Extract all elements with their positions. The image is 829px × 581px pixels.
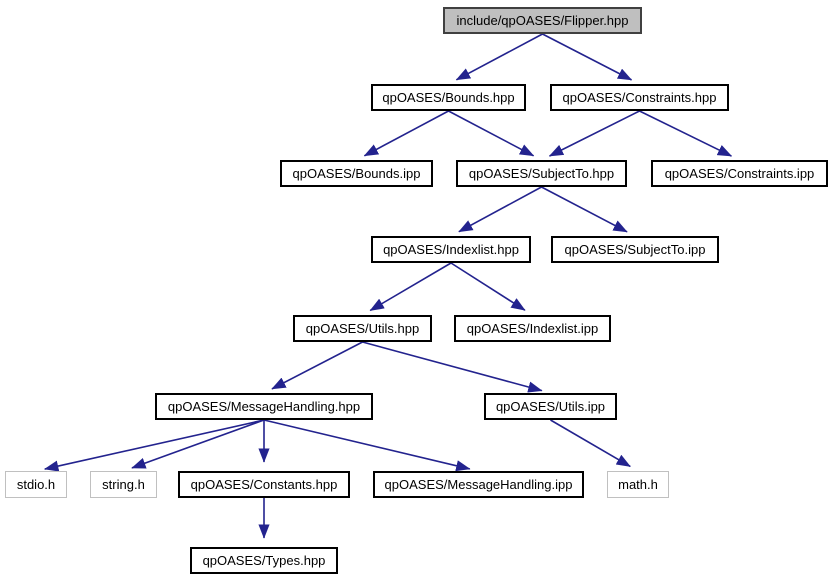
graph-edge-constraints_hpp-to-subjectto_hpp <box>548 110 640 157</box>
graph-node-label: string.h <box>102 477 145 492</box>
graph-edge-subjectto_hpp-to-indexlist_hpp <box>458 186 542 233</box>
graph-node-subjectto_hpp[interactable]: qpOASES/SubjectTo.hpp <box>456 160 627 187</box>
graph-node-bounds_ipp[interactable]: qpOASES/Bounds.ipp <box>280 160 433 187</box>
graph-node-label: stdio.h <box>16 477 56 492</box>
graph-node-label: qpOASES/Constraints.ipp <box>664 166 815 181</box>
graph-node-stdio_h[interactable]: stdio.h <box>5 471 67 498</box>
graph-edge-indexlist_hpp-to-indexlist_ipp <box>450 262 526 311</box>
graph-node-label: qpOASES/Bounds.ipp <box>292 166 421 181</box>
graph-node-string_h[interactable]: string.h <box>90 471 157 498</box>
graph-edge-utils_hpp-to-msghandling_hpp <box>271 341 363 390</box>
graph-node-label: qpOASES/Utils.ipp <box>495 399 606 414</box>
graph-node-label: qpOASES/Bounds.hpp <box>382 90 515 105</box>
graph-node-indexlist_ipp[interactable]: qpOASES/Indexlist.ipp <box>454 315 611 342</box>
graph-node-utils_hpp[interactable]: qpOASES/Utils.hpp <box>293 315 432 342</box>
graph-edge-flipper-to-constraints_hpp <box>542 33 633 81</box>
graph-node-msghandling_hpp[interactable]: qpOASES/MessageHandling.hpp <box>155 393 373 420</box>
graph-node-label: math.h <box>618 477 658 492</box>
graph-node-label: qpOASES/Constraints.hpp <box>562 90 717 105</box>
graph-node-math_h[interactable]: math.h <box>607 471 669 498</box>
graph-node-indexlist_hpp[interactable]: qpOASES/Indexlist.hpp <box>371 236 531 263</box>
graph-node-label: qpOASES/Constants.hpp <box>190 477 338 492</box>
graph-node-label: qpOASES/MessageHandling.ipp <box>384 477 573 492</box>
graph-edge-flipper-to-bounds_hpp <box>455 33 543 81</box>
graph-node-label: qpOASES/Types.hpp <box>202 553 326 568</box>
graph-node-constants_hpp[interactable]: qpOASES/Constants.hpp <box>178 471 350 498</box>
graph-node-label: qpOASES/Utils.hpp <box>305 321 420 336</box>
graph-node-label: qpOASES/SubjectTo.hpp <box>468 166 615 181</box>
graph-node-label: qpOASES/SubjectTo.ipp <box>564 242 706 257</box>
graph-edge-msghandling_hpp-to-stdio_h <box>44 419 265 472</box>
graph-edge-utils_ipp-to-math_h <box>550 419 631 468</box>
graph-node-constraints_ipp[interactable]: qpOASES/Constraints.ipp <box>651 160 828 187</box>
graph-node-label: include/qpOASES/Flipper.hpp <box>456 13 629 28</box>
graph-edge-indexlist_hpp-to-utils_hpp <box>369 262 452 312</box>
graph-node-label: qpOASES/MessageHandling.hpp <box>167 399 361 414</box>
graph-node-types_hpp[interactable]: qpOASES/Types.hpp <box>190 547 338 574</box>
graph-node-label: qpOASES/Indexlist.hpp <box>383 242 519 257</box>
graph-edge-msghandling_hpp-to-msghandling_ipp <box>263 419 471 472</box>
graph-edge-constraints_hpp-to-constraints_ipp <box>639 110 733 157</box>
graph-node-msghandling_ipp[interactable]: qpOASES/MessageHandling.ipp <box>373 471 584 498</box>
graph-node-subjectto_ipp[interactable]: qpOASES/SubjectTo.ipp <box>551 236 719 263</box>
graph-node-constraints_hpp[interactable]: qpOASES/Constraints.hpp <box>550 84 729 111</box>
graph-edge-subjectto_hpp-to-subjectto_ipp <box>541 186 628 233</box>
graph-node-label: qpOASES/Indexlist.ipp <box>466 321 599 336</box>
graph-node-bounds_hpp[interactable]: qpOASES/Bounds.hpp <box>371 84 526 111</box>
graph-edge-utils_hpp-to-utils_ipp <box>362 341 543 393</box>
graph-edge-msghandling_hpp-to-string_h <box>131 419 265 469</box>
graph-node-flipper[interactable]: include/qpOASES/Flipper.hpp <box>443 7 642 34</box>
graph-edge-bounds_hpp-to-subjectto_hpp <box>448 110 535 157</box>
graph-node-utils_ipp[interactable]: qpOASES/Utils.ipp <box>484 393 617 420</box>
graph-edge-bounds_hpp-to-bounds_ipp <box>363 110 449 157</box>
